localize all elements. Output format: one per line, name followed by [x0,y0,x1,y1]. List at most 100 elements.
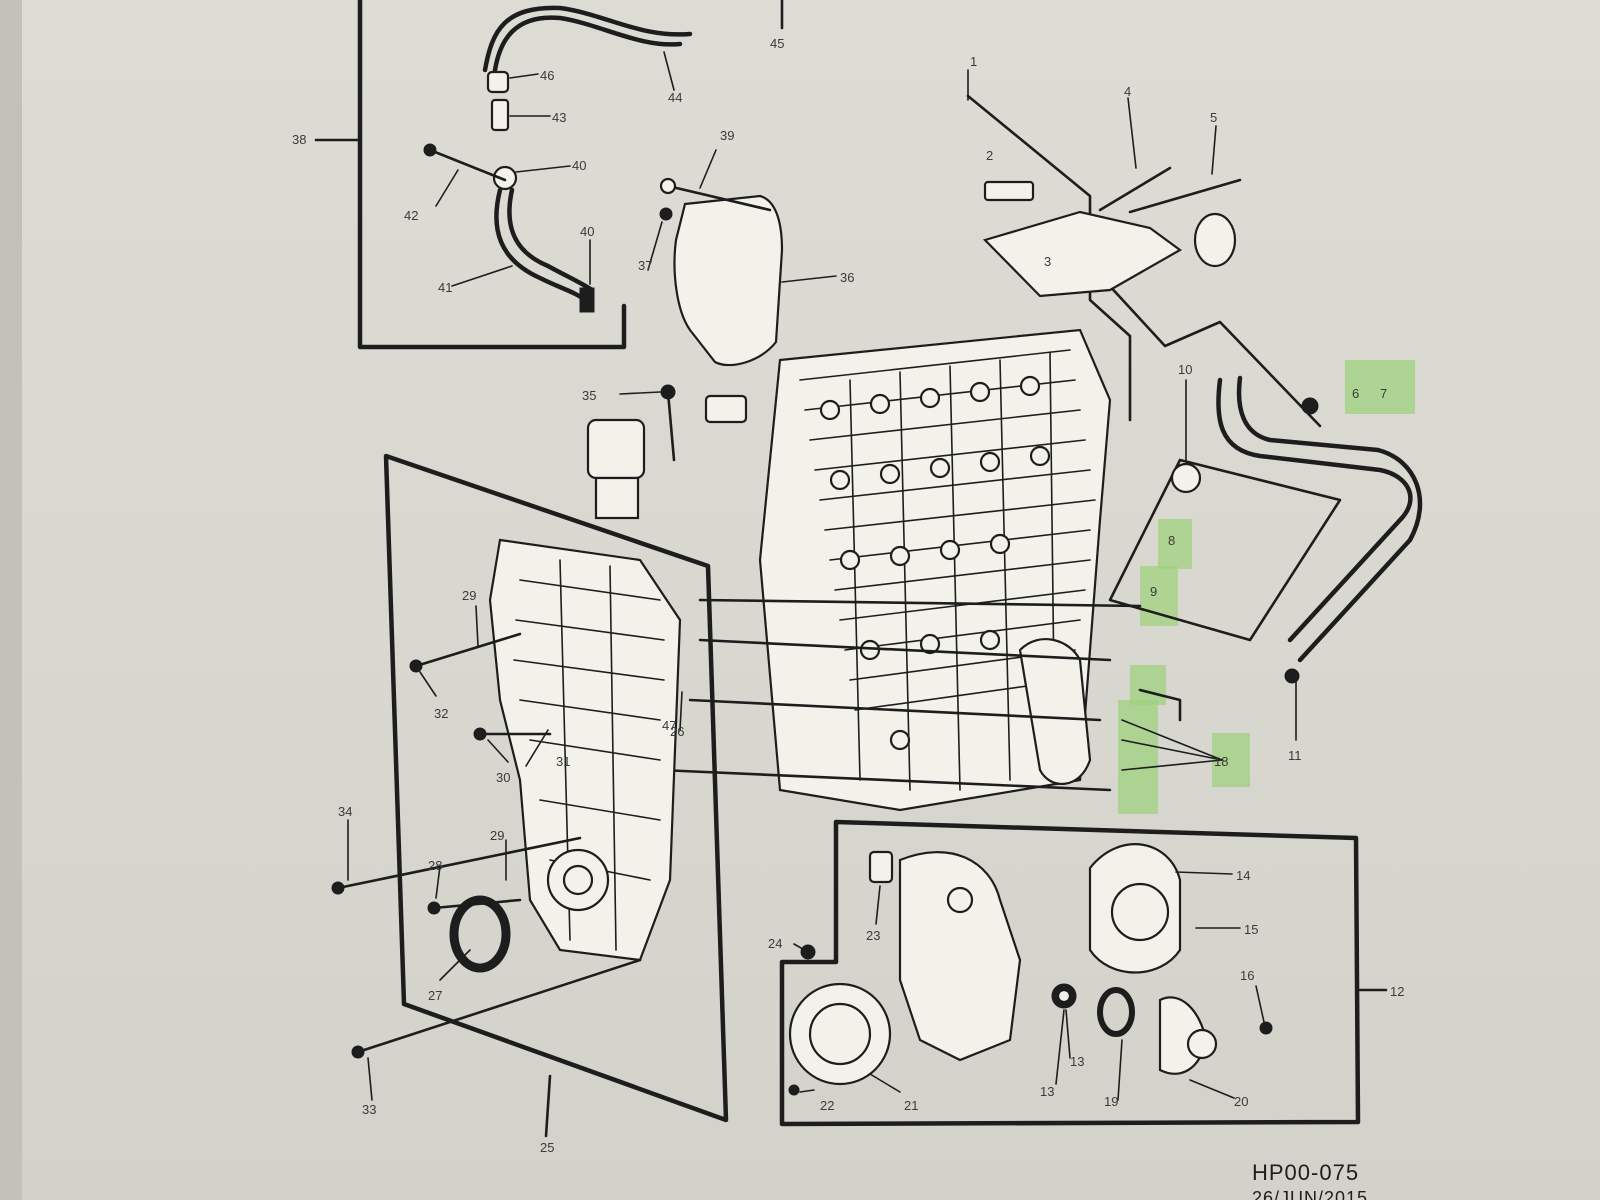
label-30: 30 [496,770,510,785]
label-8: 8 [1168,533,1175,548]
leader-line [869,1073,901,1093]
outlet-pipe [1186,1028,1218,1060]
bolt-shaft [666,184,772,212]
pump-housing [898,851,1022,1062]
label-47: 47 [662,718,676,733]
leader-line [663,51,675,91]
highlight-markers [1118,360,1415,814]
impeller-ring [1110,882,1170,942]
leader-line [793,943,809,953]
leader-line [509,73,539,79]
leader-line [875,885,881,925]
label-32: 32 [434,706,448,721]
label-33: 33 [362,1102,376,1117]
leader-line [647,221,663,271]
bolt-shaft [1098,166,1172,212]
label-23: 23 [866,928,880,943]
thermostat-housing-group [966,69,1322,428]
pulley-hub [808,1002,872,1066]
leader-line [419,671,437,697]
bolt-head [1301,397,1319,415]
label-35: 35 [582,388,596,403]
pipe-bracket [1108,458,1342,642]
bolt-shaft [428,148,507,182]
oil-filler [586,384,748,520]
label-46: 46 [540,68,554,83]
label-1: 1 [970,54,977,69]
dowel-axis [698,638,1112,662]
crank-bore [562,864,594,896]
highlight-marker [1158,519,1192,569]
leader-line [1175,871,1233,875]
leader-line [435,169,459,207]
clamp-fitting [492,165,518,191]
leader-line [367,1057,373,1101]
leader-line [525,729,549,767]
bolt-head [1284,668,1300,684]
timing-cover-group [331,453,816,1138]
label-3: 3 [1044,254,1051,269]
leader-line [1055,1009,1065,1085]
highlight-marker [1130,665,1166,705]
cylinder-head [758,328,1112,812]
label-13: 13 [1040,1084,1054,1099]
bolt-axis [414,632,522,668]
label-37: 37 [638,258,652,273]
label-43: 43 [552,110,566,125]
leader-line [1121,739,1223,761]
timing-cover [488,538,682,962]
leader-line [1255,985,1265,1023]
label-10: 10 [1178,362,1192,377]
head-detail [799,349,1096,791]
leader-line [619,391,661,395]
pipe-outer [1216,377,1413,643]
label-28: 28 [428,858,442,873]
group-bracket [966,94,1132,422]
label-40: 40 [572,158,586,173]
label-7: 7 [1380,386,1387,401]
hose-lower-edge [507,187,595,293]
union-fitting [1170,462,1202,494]
bolt-axis [336,836,582,890]
cover-plate [673,194,784,367]
coolant-pipe [1108,375,1423,741]
bolt-head [659,177,677,195]
bolt-axis [356,958,642,1054]
bolt-shaft [666,390,676,462]
leader-line [781,275,837,283]
housing-flange [982,210,1183,298]
leader-line [1117,1039,1123,1101]
highlight-marker [1140,566,1178,626]
leader-line [544,1074,552,1138]
label-19: 19 [1104,1094,1118,1109]
hose-inset-box [314,0,784,350]
hose-upper-edge [482,5,693,73]
head-bolts [819,375,1051,751]
drawing-date: 26/JUN/2015 [1252,1188,1369,1200]
leader-line [1211,125,1217,175]
leader-line [435,865,441,899]
water-pump-outlet [1018,638,1092,785]
label-34: 34 [338,804,352,819]
leader-line [439,949,471,981]
label-4: 4 [1124,84,1131,99]
outlet-pipe [1193,212,1237,268]
leader-line [475,605,479,647]
bearing-bore [1056,988,1072,1004]
hose-clamp [579,287,595,313]
o-ring [1097,987,1135,1037]
crank-seal-ring [449,895,511,973]
bolt-shaft [1128,178,1242,214]
label-21: 21 [904,1098,918,1113]
label-40: 40 [580,224,594,239]
dowel-axis [658,768,1112,792]
label-29: 29 [462,588,476,603]
bolt-axis [432,898,522,910]
engine-block [658,328,1223,812]
bolt-head [788,1084,800,1096]
leader-line [1189,1079,1235,1099]
label-20: 20 [1234,1094,1248,1109]
gasket [868,850,894,884]
